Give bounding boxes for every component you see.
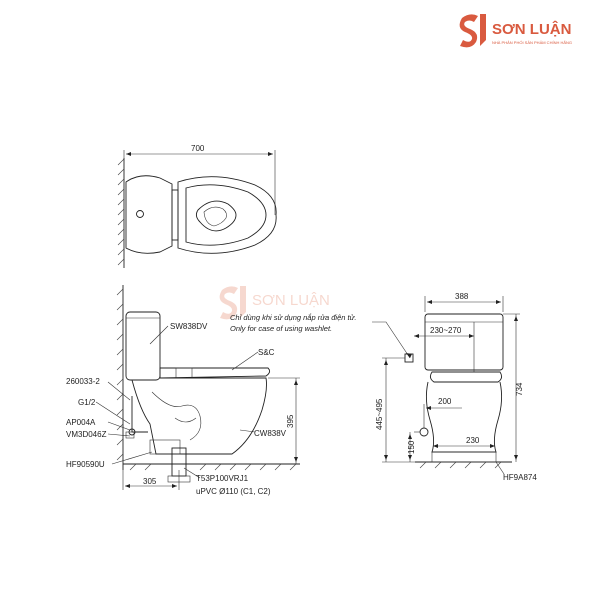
- pipe-label: uPVC Ø110 (C1, C2): [196, 487, 271, 496]
- watermark-text: SƠN LUẬN: [252, 292, 330, 309]
- note-vi: Chỉ dùng khi sử dụng nắp rửa điện tử.: [230, 313, 356, 322]
- hose-label: 260033-2: [66, 377, 100, 386]
- thread-label: G1/2: [78, 398, 96, 407]
- brand-logo[interactable]: SƠN LUẬN NHÀ PHÂN PHỐI SẢN PHẨM CHÍNH HÃ…: [459, 14, 572, 48]
- supply-valve-icon: [419, 427, 429, 437]
- front-width-dim: 388: [455, 292, 469, 301]
- front-inlet-w-dim: 200: [438, 397, 452, 406]
- bowl-label: CW838V: [254, 429, 287, 438]
- logo-text: SƠN LUẬN: [492, 20, 571, 38]
- valve-b-label: VM3D046Z: [66, 430, 107, 439]
- watermark-logo-icon: [219, 286, 246, 320]
- drain-label: T53P100VRJ1: [196, 474, 249, 483]
- logo-tagline: NHÀ PHÂN PHỐI SẢN PHẨM CHÍNH HÃNG: [492, 40, 572, 45]
- flush-button-icon: [136, 210, 144, 218]
- top-width-dim: 700: [191, 144, 205, 153]
- floor-flange-label: HF90590U: [66, 460, 105, 469]
- side-offset-dim: 305: [143, 477, 157, 486]
- top-view: 700: [117, 144, 277, 268]
- front-inlet-h-dim: 150: [407, 440, 416, 454]
- watermark: SƠN LUẬN: [219, 286, 330, 320]
- front-height-dim: 734: [515, 382, 524, 396]
- seat-label: S&C: [258, 348, 275, 357]
- front-inlet-range-dim: 445~495: [375, 398, 384, 430]
- front-flange-label: HF9A874: [503, 473, 537, 482]
- front-view: 388 230~270 734 445~495 200 150 230: [375, 292, 537, 482]
- tank-label: SW838DV: [170, 322, 208, 331]
- valve-a-label: AP004A: [66, 418, 96, 427]
- logo-mark-icon: [459, 14, 486, 48]
- front-base-dim: 230: [466, 436, 480, 445]
- side-view: 395 305 SW838DV S&C 260033-2 G1/2 AP004A…: [66, 285, 300, 496]
- side-height-dim: 395: [286, 414, 295, 428]
- note-en: Only for case of using washlet.: [230, 324, 332, 333]
- front-range-dim: 230~270: [430, 326, 462, 335]
